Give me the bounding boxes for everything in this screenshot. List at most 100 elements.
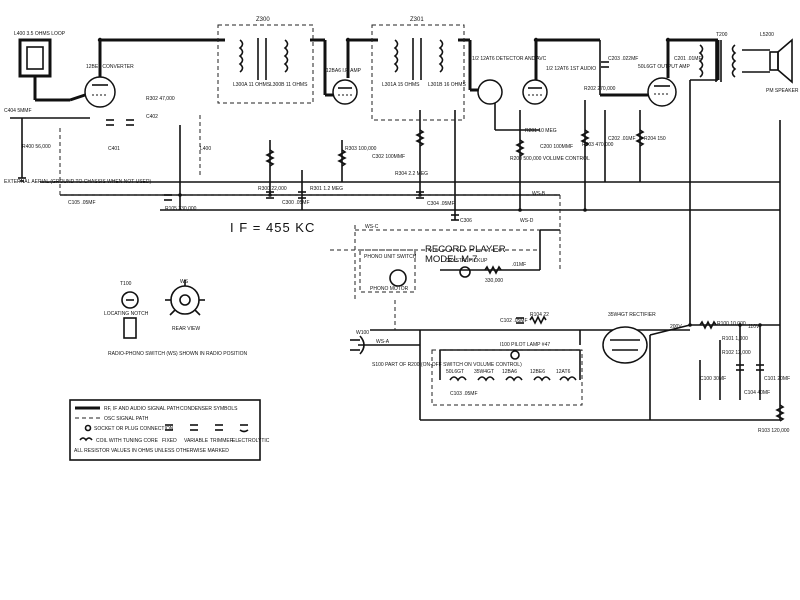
ac-plug [350, 335, 365, 355]
legend-socket: SOCKET OR PLUG CONNECTION [94, 426, 174, 432]
locating-notch-label: LOCATING NOTCH [104, 311, 149, 317]
v110-label: 110V [748, 324, 760, 330]
capacitors [106, 61, 764, 371]
r101-label: R101 1,000 [722, 336, 748, 342]
crystal-pickup-symbol [459, 266, 471, 278]
legend-variable: VARIABLE [184, 438, 209, 444]
switch-caption: RADIO-PHONO SWITCH (WS) SHOWN IN RADIO P… [108, 351, 248, 357]
heater-5: 12AT6 [556, 369, 571, 375]
z301-l2-label: L301B 16 OHMS [428, 82, 466, 88]
osc-dashed-paths [59, 115, 561, 330]
r105-label: R105 330,000 [165, 206, 197, 212]
c300-label: C300 .05MF [282, 200, 310, 206]
tube-v6-label: 35W4GT RECTIFIER [608, 312, 656, 318]
ws-label: WS [180, 279, 189, 285]
pilot-lamp-label: I100 PILOT LAMP #47 [500, 342, 550, 348]
r303-label: R303 100,000 [345, 146, 377, 152]
record-player-model: MODEL M-7 [425, 254, 477, 265]
c103-label: C103 .05MF [450, 391, 478, 397]
l400-label: L400 [200, 146, 211, 152]
z301-l1-label: L301A 15 OHMS [382, 82, 420, 88]
l200-label: L5200 [760, 32, 774, 38]
pickup-cap-label: .01MF [512, 262, 526, 268]
heater-3: 12BA6 [502, 369, 517, 375]
legend-osc-path: OSC SIGNAL PATH [104, 416, 149, 422]
ws-c-label: WS-C [365, 224, 379, 230]
tube-v3-label: 1/2 12AT6 DETECTOR AND AVC [472, 56, 547, 62]
ws-d-label: WS-D [520, 218, 534, 224]
c200-label: C200 100MMF [540, 144, 573, 150]
c404-label: C404 5MMF [4, 108, 32, 114]
r204-label: R204 150 [644, 136, 666, 142]
r200-label: R200 500,000 VOLUME CONTROL [510, 156, 590, 162]
tube-v2-label: 12BA6 I.F. AMP [326, 68, 362, 74]
radio-phono-switch-diagram [121, 280, 205, 339]
r301-label: R301 1.2 MEG [310, 186, 343, 192]
z300-l1-label: L300A 11 OHMS [233, 82, 271, 88]
legend-coil: COIL WITH TUNING CORE [96, 438, 159, 444]
legend-electrolytic: ELECTROLYTIC [232, 438, 270, 444]
s100-label: S100 PART OF R200 (ON-OFF SWITCH ON VOLU… [372, 362, 522, 368]
z300-can [217, 24, 314, 104]
v200-label: 200V [670, 324, 682, 330]
r102-label: R102 12,000 [722, 350, 751, 356]
r103-label: R103 120,000 [758, 428, 790, 434]
t200-label: T200 [716, 32, 728, 38]
legend-trimmer: TRIMMER [210, 438, 234, 444]
rear-view-label: REAR VIEW [172, 326, 200, 332]
r100-label: R100 10,000 [717, 321, 746, 327]
tube-detector [477, 79, 503, 105]
crystal-pickup-label: CRYSTAL PICKUP [445, 258, 488, 264]
tube-internals [92, 84, 670, 351]
r202-label: R202 270,000 [584, 86, 616, 92]
c203-label: C203 .022MF [608, 56, 638, 62]
c401-label: C401 [108, 146, 120, 152]
c104-label: C104 40MF [744, 390, 770, 396]
c101-label: C101 20MF [764, 376, 790, 382]
c105-label: C105 .05MF [68, 200, 96, 206]
c306-label: C306 [460, 218, 472, 224]
legend-resistor-note: ALL RESISTOR VALUES IN OHMS UNLESS OTHER… [74, 448, 229, 454]
z301-label: Z301 [410, 17, 424, 23]
w100-label: W100 [356, 330, 369, 336]
legend-box [69, 399, 261, 461]
r302-label: R302 47,000 [146, 96, 175, 102]
z301-coils [393, 38, 444, 80]
pickup-resistor-label: 330,000 [485, 278, 503, 284]
resistors [265, 129, 785, 422]
t100-label: T100 [120, 281, 132, 287]
tube-if-amp [332, 79, 358, 105]
r304-label: R304 2.2 MEG [395, 171, 428, 177]
tube-converter [84, 76, 116, 108]
c100-label: C100 30MF [700, 376, 726, 382]
phono-motor-symbol [389, 269, 407, 287]
if-frequency-label: I F = 455 KC [230, 220, 315, 235]
c102-label: C102 .05MF [500, 318, 528, 324]
c402-label: C402 [146, 114, 158, 120]
tube-v1-label: 12BE6 CONVERTER [86, 64, 134, 70]
z300-coils [238, 38, 289, 80]
speaker-symbol [769, 38, 793, 84]
speaker-label: PM SPEAKER [766, 88, 799, 94]
z301-can [371, 24, 465, 121]
r104-label: R104 22 [530, 312, 549, 318]
junction-dots [97, 37, 762, 327]
ws-a-label: WS-A [376, 339, 390, 345]
phono-motor-label: PHONO MOTOR [370, 286, 409, 292]
c202-label: C202 .01MF [608, 136, 636, 142]
c302-label: C302 100MMF [372, 154, 405, 160]
heater-2: 35W4GT [474, 369, 494, 375]
z300-label: Z300 [256, 17, 270, 23]
loop-antenna [18, 38, 52, 182]
c304-label: C304 .05MF [427, 201, 455, 207]
output-transformer [698, 40, 737, 82]
legend-condenser-symbols: CONDENSER SYMBOLS [180, 406, 238, 412]
signal-path-wires [10, 38, 781, 421]
ws-b-label: WS-B [532, 191, 546, 197]
tube-v5-label: 50L6GT OUTPUT AMP [638, 64, 690, 70]
tube-first-audio [522, 79, 548, 105]
tube-output [647, 77, 677, 107]
heater-4: 12BE6 [530, 369, 545, 375]
heater-filaments [449, 350, 577, 382]
